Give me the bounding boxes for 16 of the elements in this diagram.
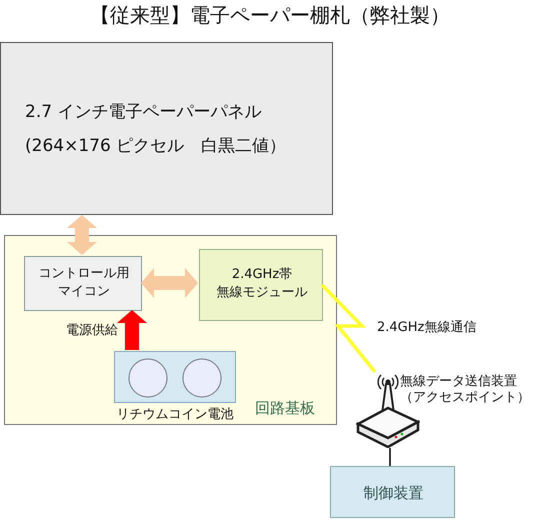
process-box [24,256,142,311]
circuit-board-box [4,235,337,425]
panel-text: (264×176 ピクセル 白黒二値） [25,135,288,158]
display-panel-box [0,42,333,215]
board-label: 回路基板 [255,398,316,418]
diagram-title: 【従来型】電子ペーパー棚札（弊社製） [89,2,451,29]
edge-label: 電源供給 [66,322,118,339]
edge-label: 2.4GHz無線通信 [377,319,476,336]
process-box [330,466,455,518]
battery-label: リチウムコイン電池 [116,406,234,424]
box-label: 制御装置 [362,483,424,504]
box-label: コントロール用マイコン [38,265,130,300]
process-box [199,249,323,321]
box-label: 2.4GHz帯無線モジュール [216,266,308,302]
panel-text: 2.7 インチ電子ペーパーパネル [25,101,262,124]
device-label: 無線データ送信装置（アクセスポイント） [400,374,531,406]
